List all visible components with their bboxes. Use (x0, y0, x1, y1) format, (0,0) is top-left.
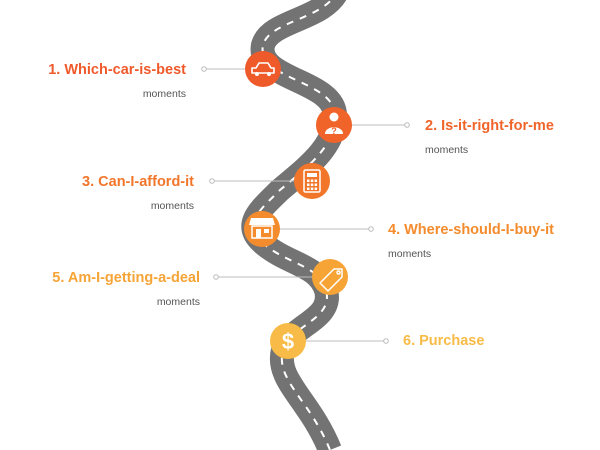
stage-6-marker: $ (270, 323, 306, 359)
connector-dot-1 (201, 66, 207, 72)
stage-1-marker (245, 51, 281, 87)
stage-2-label: 2. Is-it-right-for-me moments (425, 117, 554, 157)
dollar-icon: $ (282, 329, 294, 354)
stage-2-marker: ? (316, 107, 352, 143)
stage-2-title: 2. Is-it-right-for-me (425, 118, 554, 134)
stage-5-marker (312, 259, 348, 295)
stage-5-label: 5. Am-I-getting-a-deal moments (52, 269, 200, 309)
connector-dot-6 (383, 338, 389, 344)
storefront-icon (249, 218, 275, 239)
price-tag-icon (319, 268, 343, 292)
stage-5-title: 5. Am-I-getting-a-deal (52, 270, 200, 286)
stage-1-label: 1. Which-car-is-best moments (48, 61, 186, 101)
person-question-icon: ? (325, 112, 343, 136)
stage-1-subtitle: moments (142, 88, 186, 100)
stage-3-marker (294, 163, 330, 199)
stage-6-title: 6. Purchase (403, 333, 485, 349)
stage-4-title: 4. Where-should-I-buy-it (388, 222, 554, 238)
car-icon (251, 62, 275, 76)
connector-dot-5 (213, 274, 219, 280)
stage-4-subtitle: moments (388, 248, 432, 260)
stage-5-subtitle: moments (156, 296, 200, 308)
connector-dot-3 (209, 178, 215, 184)
svg-text:?: ? (331, 126, 337, 136)
stage-6-label: 6. Purchase (403, 332, 484, 350)
stage-3-label: 3. Can-I-afford-it moments (82, 173, 194, 213)
connector-lines (201, 66, 410, 344)
stage-4-label: 4. Where-should-I-buy-it moments (388, 221, 554, 261)
stage-4-marker (244, 211, 280, 247)
stage-1-title: 1. Which-car-is-best (48, 62, 186, 78)
stage-3-subtitle: moments (150, 200, 194, 212)
connector-dot-4 (368, 226, 374, 232)
stage-3-title: 3. Can-I-afford-it (82, 174, 194, 190)
connector-dot-2 (404, 122, 410, 128)
stage-2-subtitle: moments (425, 144, 469, 156)
calculator-icon (303, 169, 321, 193)
